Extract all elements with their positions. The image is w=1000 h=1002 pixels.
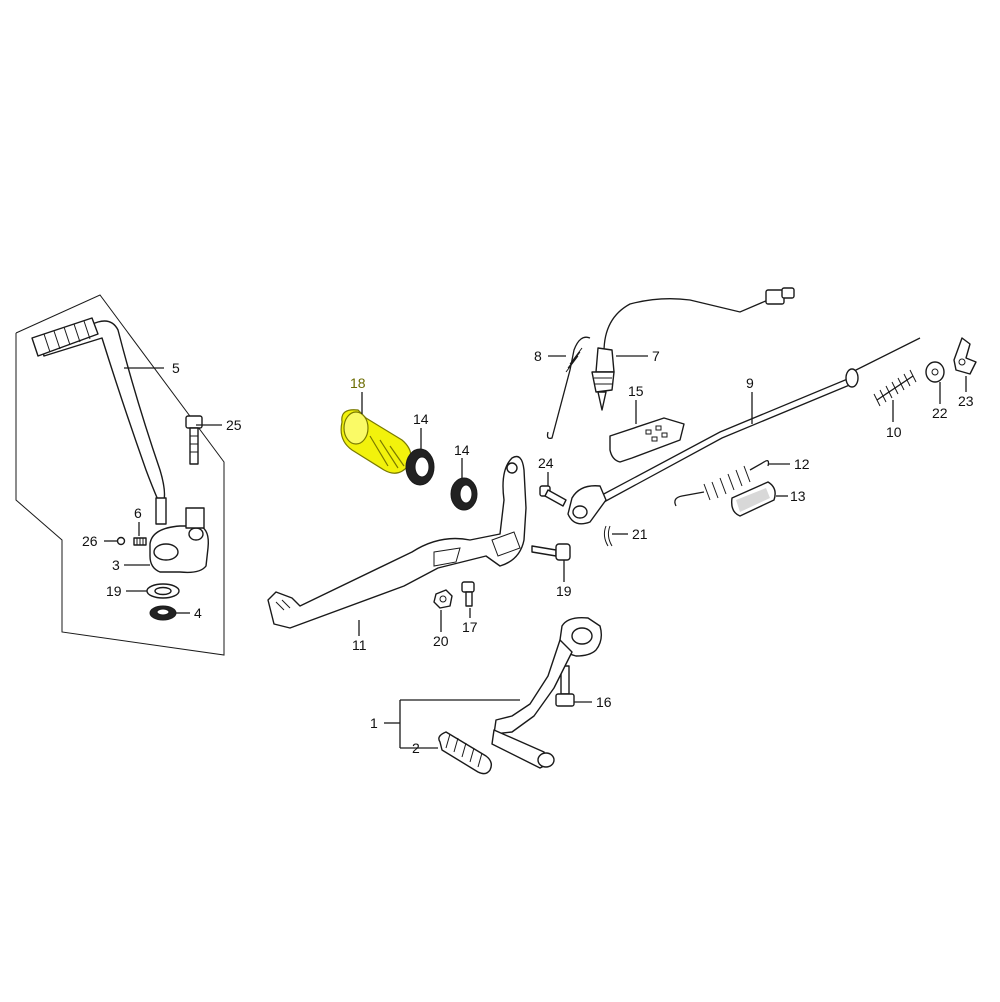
callout-17: 17: [462, 619, 478, 635]
callout-13: 13: [790, 488, 806, 504]
collar-18-highlight[interactable]: [340, 409, 412, 474]
callout-10: 10: [886, 424, 902, 440]
callout-5: 5: [172, 360, 180, 376]
callout-15: 15: [628, 383, 644, 399]
callout-27: 26: [82, 533, 98, 549]
dust-seal-14a-icon[interactable]: [405, 448, 435, 486]
brake-pedal-11[interactable]: [267, 455, 527, 629]
callout-23: 22: [932, 405, 948, 421]
bracket-15[interactable]: [609, 417, 685, 463]
callout-7: 7: [652, 348, 660, 364]
spring-cover-13-icon[interactable]: [730, 481, 776, 517]
bolt-17-icon[interactable]: [461, 581, 475, 607]
callout-16: 16: [596, 694, 612, 710]
adjusting-nut-24-icon[interactable]: [953, 337, 977, 375]
gearshift-rubber-2-icon[interactable]: [438, 731, 493, 775]
callout-26: 25: [226, 417, 242, 433]
dust-seal-14b-icon[interactable]: [450, 477, 478, 511]
callout-4: 4: [194, 605, 202, 621]
cotter-pin-22-icon[interactable]: [603, 525, 613, 547]
callout-3: 3: [112, 557, 120, 573]
kick-starter-group-frame: [15, 294, 225, 656]
nut-21-icon[interactable]: [433, 589, 453, 609]
stop-switch-7[interactable]: [591, 287, 795, 411]
bolt-19-icon[interactable]: [531, 543, 571, 561]
bolt-26-icon[interactable]: [185, 415, 203, 465]
oil-seal-4-icon[interactable]: [149, 605, 177, 621]
callout-8: 8: [534, 348, 542, 364]
kick-starter-arm[interactable]: [31, 317, 167, 525]
callout-12: 12: [794, 456, 810, 472]
callout-22: 21: [632, 526, 648, 542]
washer-20-icon[interactable]: [146, 583, 180, 599]
callout-18: 18: [350, 375, 366, 391]
callout-25: 24: [538, 455, 554, 471]
callout-20: 19: [106, 583, 122, 599]
callout-14b: 14: [454, 442, 470, 458]
callout-1: 1: [370, 715, 378, 731]
callout-6: 6: [134, 505, 142, 521]
callout-2: 2: [412, 740, 420, 756]
callout-labels: 5 25 6 26 3 19 4 18 14 14 11 24 19 20 17…: [82, 348, 974, 756]
bolt-25-icon[interactable]: [539, 485, 567, 507]
callout-19: 19: [556, 583, 572, 599]
brake-rod-9[interactable]: [567, 337, 921, 525]
callout-11: 11: [352, 637, 367, 653]
switch-spring-8-icon[interactable]: [546, 336, 591, 440]
callout-14a: 14: [413, 411, 429, 427]
ball-27-icon[interactable]: [116, 536, 126, 546]
callout-24: 23: [958, 393, 974, 409]
spring-10-icon[interactable]: [873, 369, 917, 407]
leader-lines: [104, 355, 967, 749]
kick-starter-boss[interactable]: [149, 507, 210, 574]
callout-21: 20: [433, 633, 449, 649]
spring-pin-6-icon[interactable]: [133, 537, 147, 546]
joint-23-icon[interactable]: [925, 361, 945, 383]
gearshift-pedal-1[interactable]: [491, 616, 603, 769]
kick-arm-rubber-icon: [31, 317, 99, 357]
callout-9: 9: [746, 375, 754, 391]
